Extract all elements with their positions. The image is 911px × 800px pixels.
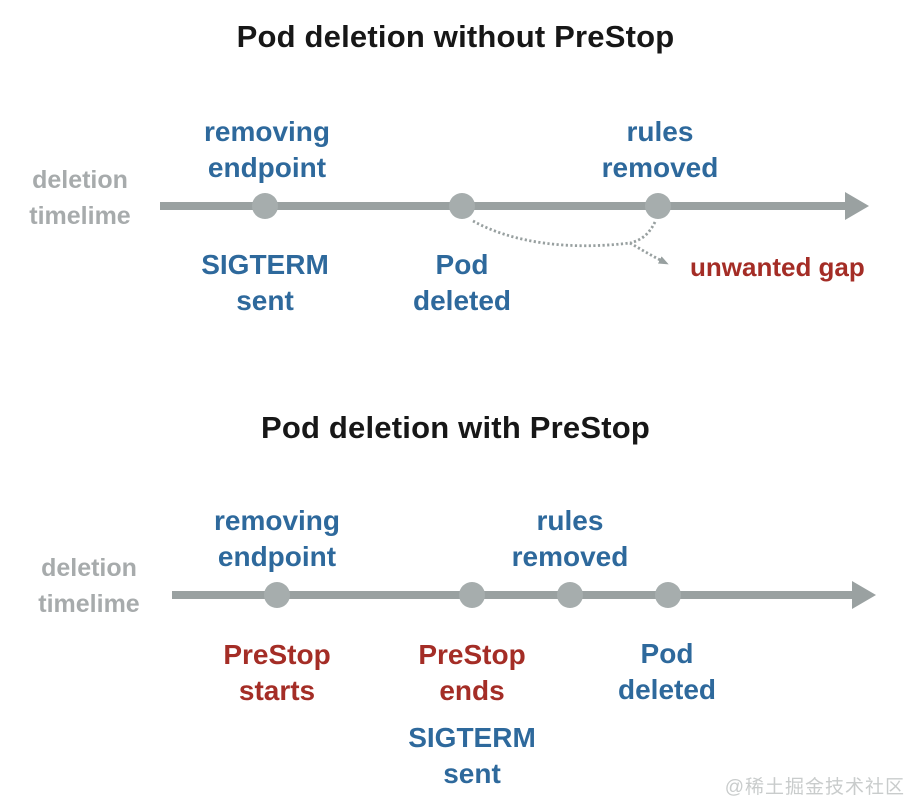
- event-label-sigterm-sent: SIGTERM sent: [408, 722, 536, 790]
- unwanted-gap-label: unwanted gap: [690, 252, 865, 282]
- event-label-rules-removed: rules removed: [601, 116, 719, 184]
- event-label-pod-deleted: Pod deleted: [617, 638, 717, 706]
- event-label-prestop-starts: PreStop starts: [223, 639, 331, 707]
- timeline-arrowhead-icon: [852, 581, 876, 609]
- timeline-dot: [252, 193, 278, 219]
- gap-arrow: [629, 241, 669, 265]
- timeline-dot: [655, 582, 681, 608]
- gap-annotation-curve: [472, 219, 669, 265]
- gap-curve-left: [472, 219, 631, 248]
- timeline-dot: [645, 193, 671, 219]
- event-label-prestop-ends: PreStop ends: [418, 639, 526, 707]
- timeline-dot: [557, 582, 583, 608]
- timeline-arrowhead-icon: [845, 192, 869, 220]
- event-label-removing-endpoint: removing endpoint: [213, 505, 341, 573]
- axis-label-deletion-timeline: deletion timelime: [29, 166, 131, 230]
- watermark: @稀土掘金技术社区: [724, 777, 905, 798]
- axis-label-deletion-timeline: deletion timelime: [38, 554, 140, 618]
- event-label-rules-removed: rules removed: [511, 505, 629, 573]
- timeline-axis-with: [172, 581, 876, 609]
- title-without-prestop: Pod deletion without PreStop: [236, 19, 675, 54]
- timeline-dot: [459, 582, 485, 608]
- timeline-dot: [264, 582, 290, 608]
- gap-curve-right: [629, 221, 657, 245]
- timeline-dot: [449, 193, 475, 219]
- event-label-removing-endpoint: removing endpoint: [203, 116, 331, 184]
- event-label-sigterm-sent: SIGTERM sent: [201, 249, 329, 317]
- timeline-axis-without: [160, 192, 869, 220]
- event-label-pod-deleted: Pod deleted: [412, 249, 512, 317]
- title-with-prestop: Pod deletion with PreStop: [260, 410, 651, 445]
